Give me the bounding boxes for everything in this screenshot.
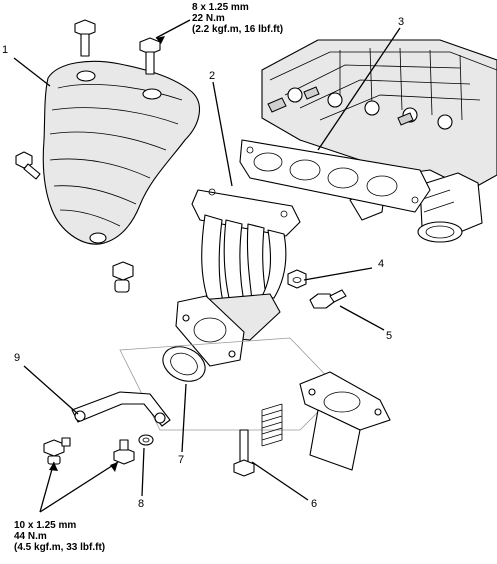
bracket-bolt-left [43, 437, 71, 465]
callout-5: 5 [386, 330, 393, 342]
callout-3: 3 [398, 16, 405, 28]
cylinder-head [261, 39, 497, 243]
leader-torque-top [155, 19, 191, 39]
leader-3 [317, 27, 401, 151]
callout-8: 8 [138, 498, 145, 510]
torque-spec-bottom-alt: (4.5 kgf.m, 33 lbf.ft) [14, 542, 106, 553]
spring-bolt [233, 429, 255, 477]
self-locking-nut [287, 269, 307, 289]
leader-1 [13, 57, 51, 87]
manifold-gasket [239, 139, 431, 213]
torque-spec-bottom: 10 x 1.25 mm 44 N.m (4.5 kgf.m, 33 lbf.f… [14, 520, 105, 553]
exhaust-pipe-flange [299, 371, 391, 471]
callout-1: 1 [2, 44, 9, 56]
leader-6 [251, 461, 309, 501]
leader-7 [181, 383, 187, 453]
flange-bolt [309, 289, 347, 309]
manifold-bracket [71, 391, 171, 427]
torque-spec-bottom-torque: 44 N.m [14, 531, 47, 542]
torque-spec-top: 8 x 1.25 mm 22 N.m (2.2 kgf.m, 16 lbf.ft… [192, 2, 283, 35]
leader-5 [339, 305, 385, 331]
leader-8 [141, 447, 145, 497]
heat-shield-bolt-left [15, 151, 41, 180]
callout-7: 7 [178, 454, 185, 466]
torque-spec-top-torque: 22 N.m [192, 13, 225, 24]
exhaust-pipe-gasket [162, 346, 206, 382]
exhaust-manifold [175, 188, 301, 367]
leader-4 [303, 267, 373, 281]
callout-6: 6 [311, 498, 318, 510]
leader-torque-bottom-a [39, 461, 55, 513]
heat-shield-bolt-top-right [139, 37, 161, 75]
heat-shield-bolt-top-left [74, 19, 96, 57]
heat-shield-bolt-bottom [112, 261, 134, 293]
heat-shield [42, 60, 201, 245]
callout-9: 9 [14, 352, 21, 364]
leader-2 [212, 81, 233, 187]
leader-lines [13, 19, 401, 513]
leader-9 [23, 365, 79, 415]
callout-4: 4 [378, 258, 385, 270]
torque-spec-top-alt: (2.2 kgf.m, 16 lbf.ft) [192, 24, 284, 35]
bracket-bolt-right [113, 439, 135, 465]
leader-torque-bottom-b [39, 461, 119, 513]
callout-2: 2 [209, 70, 216, 82]
torque-spec-bottom-thread: 10 x 1.25 mm [14, 520, 77, 531]
torque-spec-top-thread: 8 x 1.25 mm [192, 2, 249, 13]
compression-spring [261, 403, 283, 447]
leader-arrowheads [49, 36, 165, 472]
washer [138, 434, 154, 446]
